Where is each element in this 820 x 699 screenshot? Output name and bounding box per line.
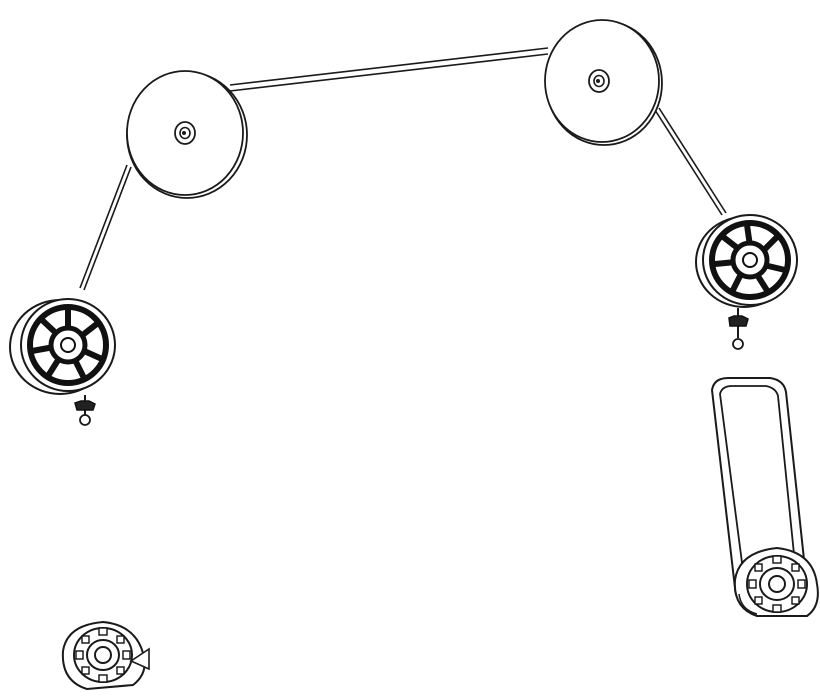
gear-hub-loose-icon (61, 620, 150, 691)
cable-line-icon (79, 47, 727, 291)
tension-knob-right-icon (728, 308, 749, 350)
tension-knob-left-icon (74, 395, 96, 426)
spoked-wheel-left-icon (9, 298, 116, 395)
pulley-right-icon (544, 19, 663, 146)
spoked-wheel-right-icon (695, 214, 798, 308)
gear-hub-arm-icon (733, 546, 819, 617)
pulley-left-icon (126, 70, 248, 199)
